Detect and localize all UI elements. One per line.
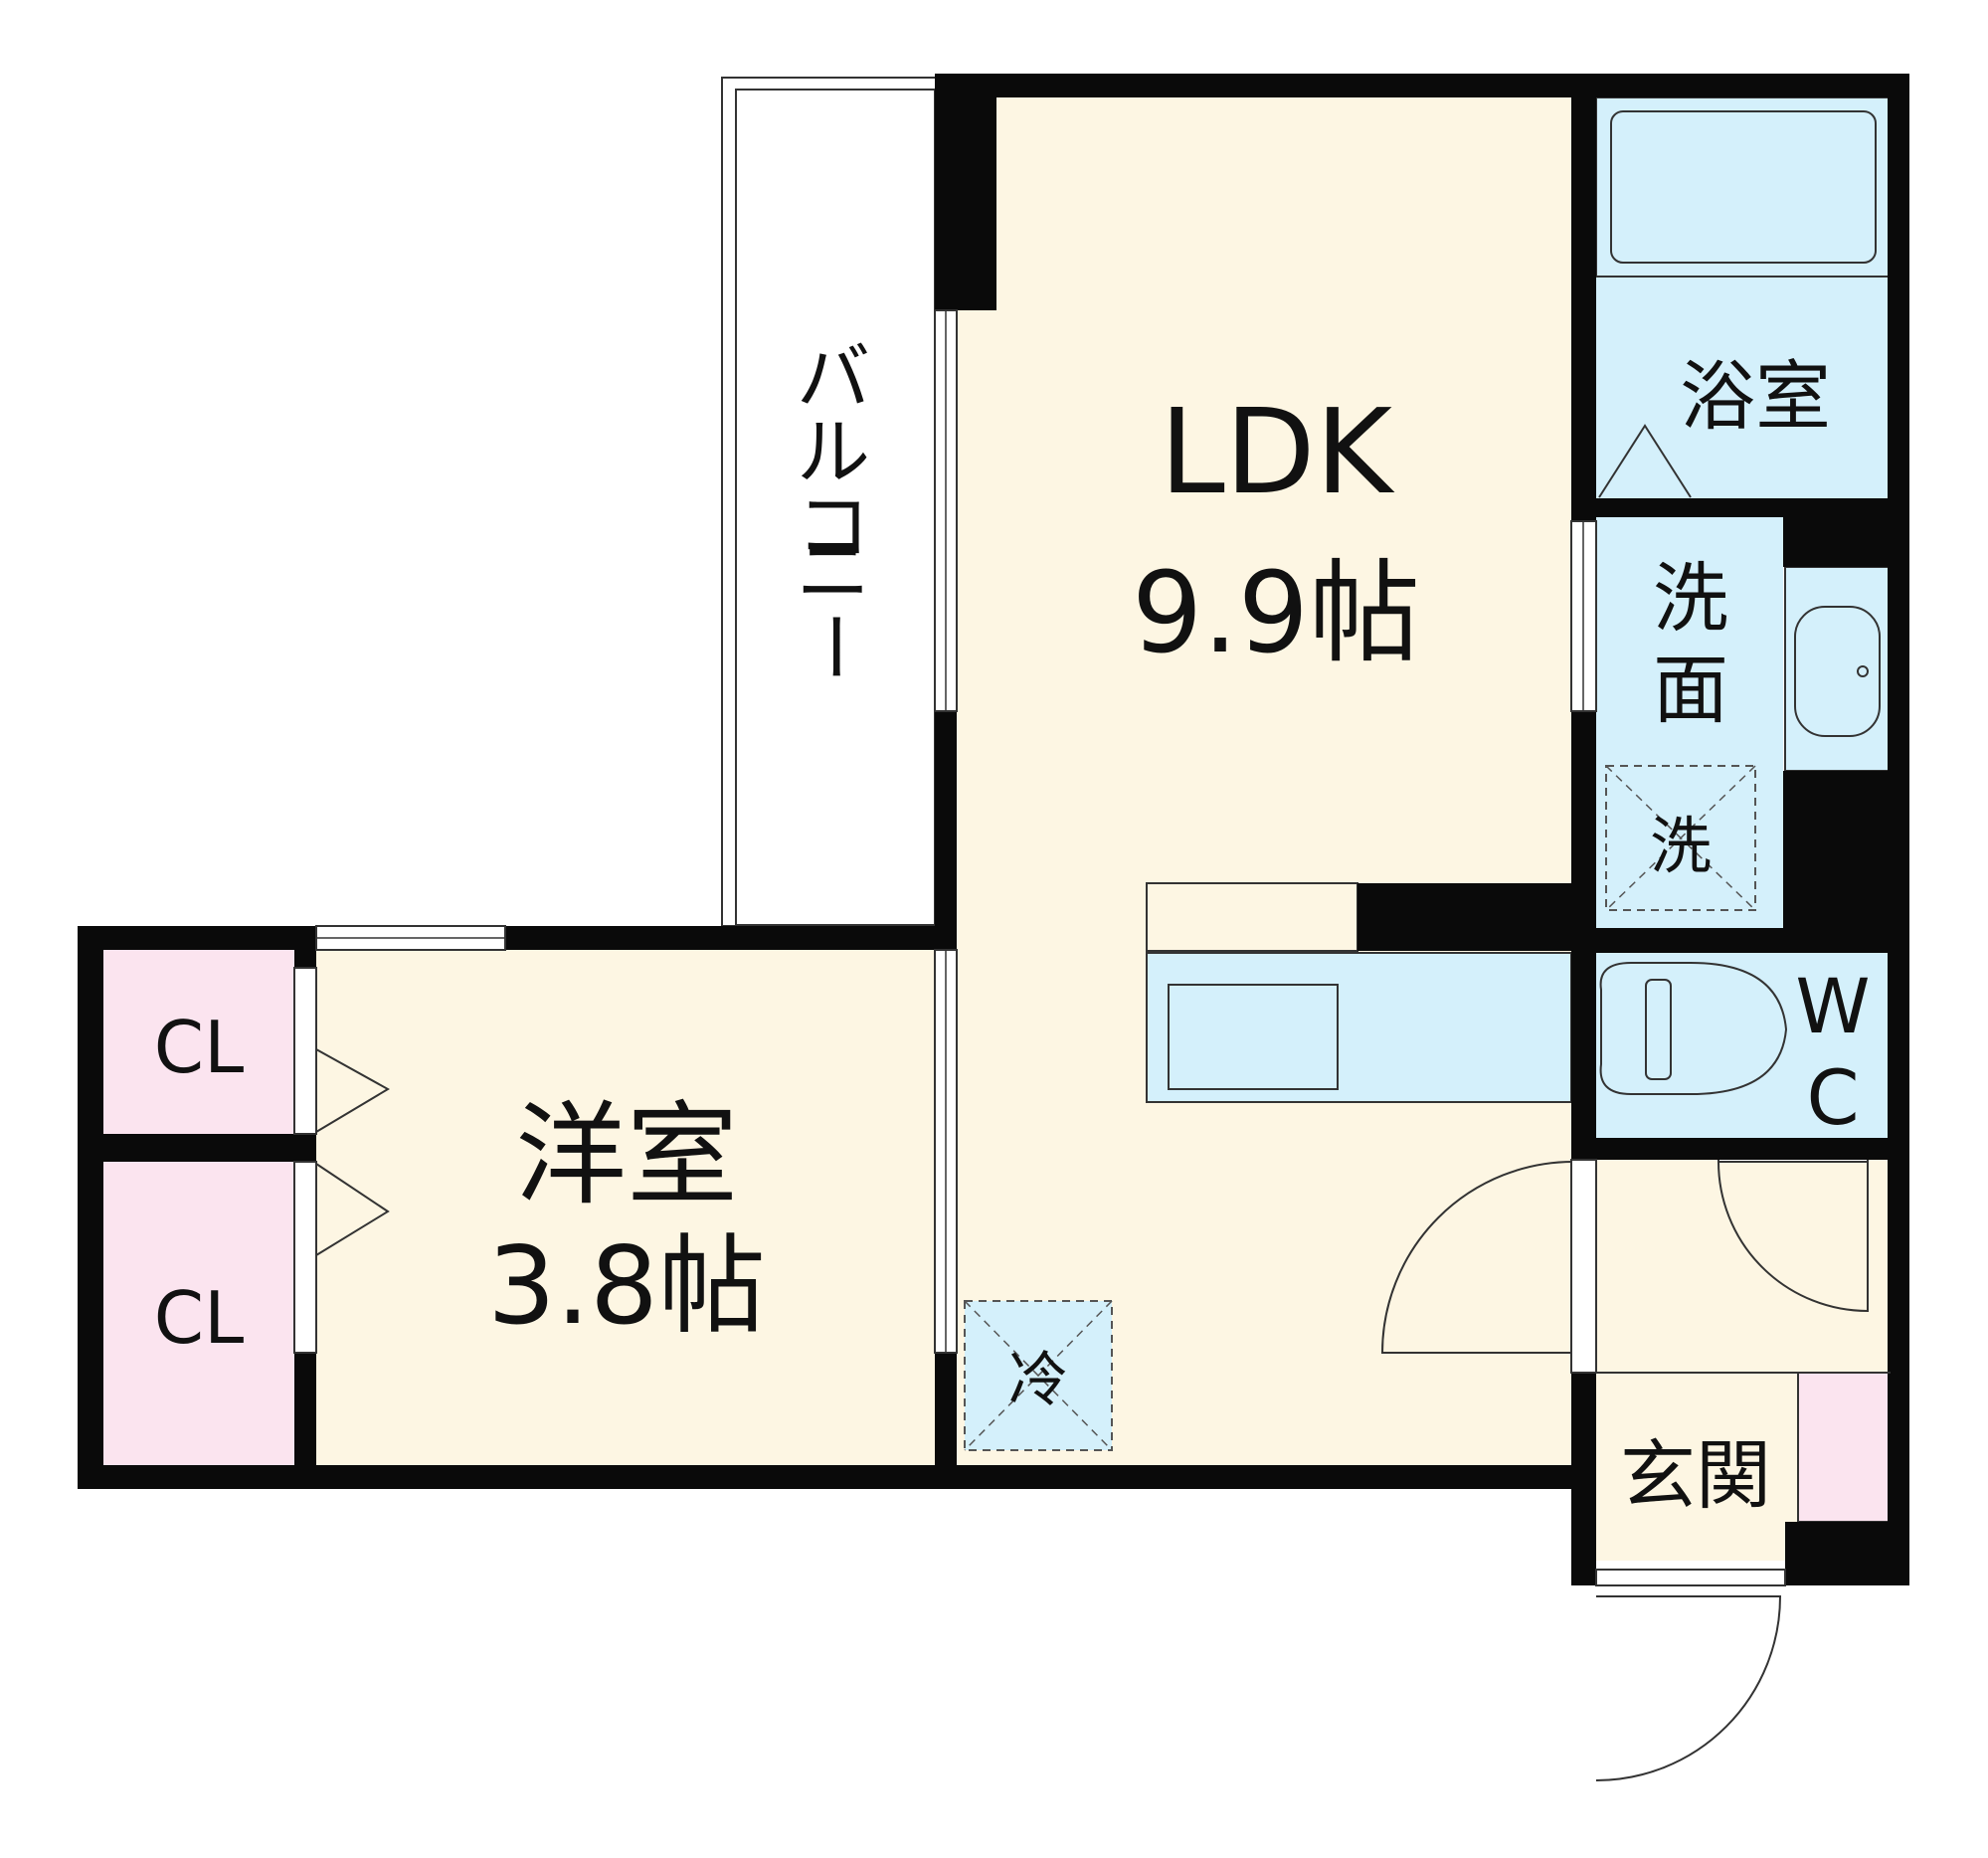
closet-bottom-floor <box>103 1162 294 1465</box>
wall-bottom <box>78 1465 1596 1489</box>
openings <box>293 309 1891 1586</box>
washer-label: 洗 <box>1650 810 1712 882</box>
ldk-size: 9.9帖 <box>1132 549 1420 678</box>
ldk-entry-door-swing <box>1380 1161 1574 1354</box>
wall-right <box>1888 74 1909 1585</box>
wall-western-top-right <box>505 926 957 950</box>
balcony-area <box>721 77 937 927</box>
wall-entrance-bottom-left <box>1571 1570 1596 1585</box>
wall-wash-right-lower <box>1783 771 1888 953</box>
closet-bottom-door <box>315 1163 390 1256</box>
kitchen-counter <box>1146 952 1572 1103</box>
fridge-label: 冷 <box>1008 1346 1068 1415</box>
fridge-cross-b <box>964 1300 1113 1451</box>
wash-basin-drain <box>1857 665 1869 677</box>
balcony-char-4: ニ <box>797 529 870 615</box>
wall-wc-top <box>1571 928 1909 953</box>
ldk-entrance-opening <box>1570 1159 1597 1374</box>
washer-space <box>1605 765 1756 911</box>
bath-floor <box>1596 97 1891 498</box>
balcony-char-5: ー <box>791 610 876 683</box>
ldk-floor <box>957 97 1571 1465</box>
wall-western-top <box>78 926 316 950</box>
wall-ldk-left-mid <box>935 711 957 950</box>
fixtures <box>315 96 1892 1451</box>
wall-wash-right <box>1783 517 1888 567</box>
wall-top <box>935 74 1909 97</box>
balcony-char-2: ル <box>797 410 870 495</box>
wall-entrance-bottom <box>1785 1522 1909 1585</box>
kitchen-upper-cabinet <box>1146 882 1358 952</box>
washer-cross-b <box>1605 765 1756 911</box>
wall-bath-bottom <box>1596 498 1891 517</box>
closet-top-opening <box>293 967 317 1135</box>
wall-ldk-left-upper <box>935 74 996 310</box>
labels: LDK 9.9帖 洋室 3.8帖 浴室 洗 面 洗 W C 玄関 冷 CL CL… <box>154 335 1871 1520</box>
closet-top-name: CL <box>154 1006 244 1089</box>
entrance-name: 玄関 <box>1620 1431 1771 1520</box>
washroom-name-line2: 面 <box>1653 646 1728 734</box>
front-door-swing <box>1595 1595 1782 1781</box>
walls <box>78 74 1909 1585</box>
wall-left <box>78 926 103 1489</box>
wall-closet-right-lower <box>294 1353 316 1465</box>
closet-bottom-opening <box>293 1161 317 1354</box>
wall-wc-left <box>1571 953 1596 1138</box>
closet-bottom-name: CL <box>154 1276 244 1360</box>
toilet-door-swing <box>1717 1161 1869 1313</box>
bath-name: 浴室 <box>1680 352 1831 441</box>
wash-basin-counter <box>1784 566 1892 772</box>
closet-top-floor <box>103 950 294 1134</box>
washroom-name-line1: 洗 <box>1653 554 1728 643</box>
wall-kitchen <box>1357 883 1596 951</box>
kitchen-sink <box>1168 984 1339 1090</box>
toilet-tank <box>1645 979 1672 1080</box>
balcony-char-3: コ <box>797 484 870 570</box>
wall-wc-bottom <box>1571 1138 1909 1160</box>
toilet-bowl <box>1599 962 1788 1095</box>
western-room-name: 洋室 <box>515 1091 738 1220</box>
western-room-floor <box>316 950 957 1465</box>
shoe-cabinet <box>1797 1372 1892 1523</box>
wall-closet-right <box>294 950 316 968</box>
bathtub-inner <box>1610 110 1877 264</box>
bath-door-swing <box>1598 424 1692 498</box>
western-room-size: 3.8帖 <box>487 1224 766 1349</box>
wall-bath-left <box>1571 74 1596 521</box>
wall-closet-divider <box>78 1134 316 1162</box>
washroom-floor <box>1596 517 1783 928</box>
wall-western-ldk-lower <box>935 1353 957 1465</box>
toilet-name-line1: W <box>1795 962 1870 1050</box>
toilet-name-line2: C <box>1806 1053 1859 1142</box>
balcony-char-1: バ <box>797 335 870 421</box>
wash-basin <box>1794 606 1881 737</box>
ldk-name: LDK <box>1160 383 1395 520</box>
closet-top-door <box>315 1048 391 1133</box>
floor-areas <box>103 77 1892 1561</box>
front-door-frame <box>1595 1569 1786 1586</box>
